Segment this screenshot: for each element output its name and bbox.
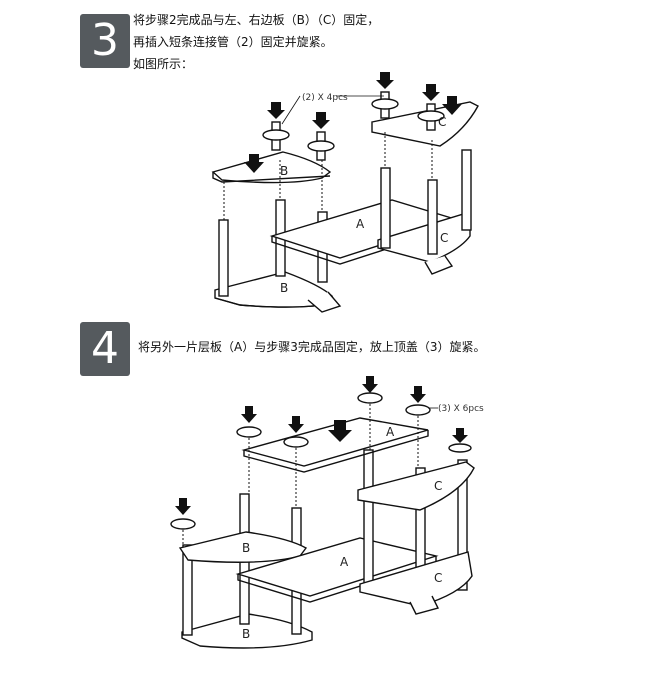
- down-arrow-icon: [288, 416, 304, 433]
- label-b-bottom: B: [280, 281, 288, 295]
- shelf-b-top: [211, 151, 332, 184]
- down-arrow-icon: [376, 72, 394, 89]
- foot-right: [424, 255, 454, 275]
- label-a-mid: A: [340, 555, 349, 569]
- foot-left: [307, 291, 342, 313]
- step-3-line-1: 将步骤2完成品与左、右边板（B）（C）固定，: [133, 13, 380, 27]
- label-b-bottom: B: [242, 627, 250, 641]
- step-3-badge: 3: [80, 14, 130, 68]
- post-right-2: [427, 179, 438, 255]
- label-c-top: C: [434, 479, 442, 493]
- step-3-line-3: 如图所示：: [133, 57, 194, 71]
- shelf-c-top: [357, 461, 475, 511]
- post-right-3: [461, 149, 472, 231]
- down-arrow-icon: [410, 386, 426, 403]
- label-c-bottom: C: [434, 571, 442, 585]
- cap: [357, 392, 383, 404]
- step-4-line-1: 将另外一片层板（A）与步骤3完成品固定，放上顶盖（3）旋紧。: [138, 340, 486, 354]
- connector-right-2: [417, 103, 445, 131]
- down-arrow-icon: [422, 84, 440, 101]
- down-arrow-icon: [312, 112, 330, 129]
- step-3-instructions: 将步骤2完成品与左、右边板（B）（C）固定， 再插入短条连接管（2）固定并旋紧。…: [133, 9, 379, 75]
- step-4-callout: (3) X 6pcs: [438, 404, 484, 414]
- down-arrow-icon: [175, 498, 191, 515]
- label-a-top: A: [386, 425, 395, 439]
- step-3-diagram: (2) X 4pcs B B A C C: [211, 72, 479, 313]
- cap: [448, 443, 472, 453]
- step-3-line-2: 再插入短条连接管（2）固定并旋紧。: [133, 35, 333, 49]
- cap: [405, 404, 431, 416]
- step-3-callout: (2) X 4pcs: [302, 93, 348, 103]
- down-arrow-icon: [362, 376, 378, 393]
- connector-left-2: [307, 131, 335, 161]
- cap: [236, 426, 262, 438]
- shelf-b-bottom: [181, 613, 313, 649]
- down-arrow-icon: [244, 154, 264, 173]
- post: [457, 459, 468, 591]
- post: [182, 544, 193, 636]
- cap: [170, 518, 196, 530]
- down-arrow-icon: [267, 102, 285, 119]
- down-arrow-icon: [241, 406, 257, 423]
- down-arrow-icon: [442, 96, 462, 115]
- label-b-top: B: [242, 541, 250, 555]
- post-right-1: [380, 167, 391, 249]
- label-b-top: B: [280, 164, 288, 178]
- label-c-top: C: [438, 115, 446, 129]
- connector-left-1: [262, 121, 290, 151]
- down-arrow-icon: [452, 428, 468, 443]
- post: [363, 449, 374, 591]
- post-left-1: [218, 219, 229, 297]
- label-a: A: [356, 217, 365, 231]
- cap: [283, 436, 309, 448]
- down-arrow-icon: [328, 420, 352, 442]
- label-c-bottom: C: [440, 231, 448, 245]
- step-4-badge: 4: [80, 322, 130, 376]
- connector-right-1: [371, 91, 399, 119]
- step-4-diagram: (3) X 6pcs A A B B C C: [170, 376, 484, 649]
- foot: [409, 595, 440, 615]
- step-4-instructions: 将另外一片层板（A）与步骤3完成品固定，放上顶盖（3）旋紧。: [138, 336, 485, 358]
